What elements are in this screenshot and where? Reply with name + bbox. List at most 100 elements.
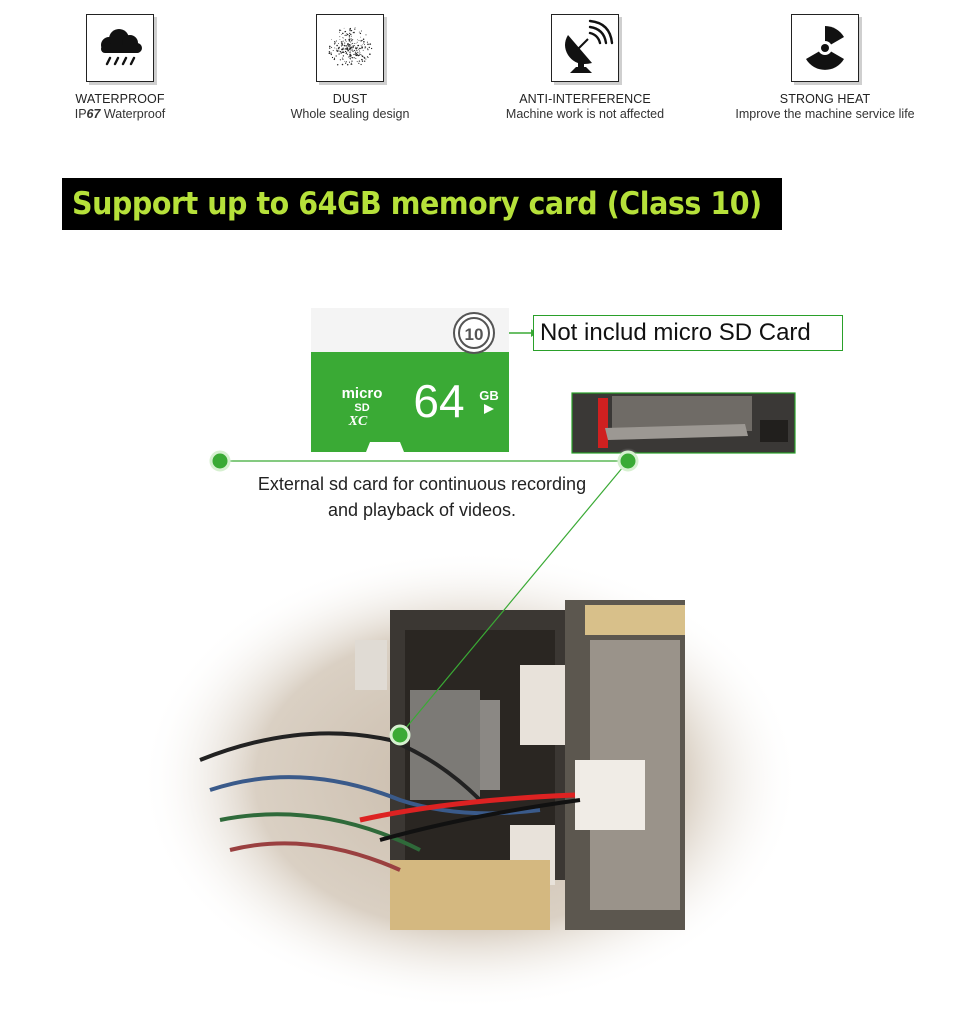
- dust-particle: [348, 40, 351, 42]
- dust-particle: [354, 45, 356, 47]
- dust-particle: [350, 55, 352, 57]
- dust-particle: [360, 63, 362, 66]
- dust-particle: [341, 48, 343, 49]
- dust-particle: [368, 46, 370, 49]
- dust-particle: [355, 57, 357, 59]
- feature-title: ANTI-INTERFERENCE: [519, 92, 651, 106]
- dust-particle: [334, 41, 336, 43]
- dust-particle: [349, 57, 351, 59]
- dust-particle: [356, 41, 358, 43]
- dust-particle: [335, 55, 337, 57]
- dust-particle: [360, 44, 362, 46]
- marker-dots: [207, 448, 641, 746]
- dust-particle: [352, 51, 354, 52]
- dust-particle: [353, 49, 355, 52]
- dust-particle: [358, 62, 360, 64]
- dust-particle: [350, 63, 352, 65]
- dust-particle: [357, 52, 359, 54]
- dust-particle: [367, 49, 369, 51]
- dust-particle: [351, 57, 353, 59]
- dust-particle: [358, 39, 360, 41]
- description-line-2: and playback of videos.: [327, 500, 517, 520]
- dust-particle: [333, 43, 336, 45]
- dust-particle: [338, 46, 340, 49]
- banner-text: Support up to 64GB memory card (Class 10…: [72, 186, 762, 222]
- dust-particle: [329, 47, 331, 49]
- dust-particle: [346, 33, 348, 35]
- dust-particle: [355, 53, 357, 55]
- dust-particle: [360, 54, 361, 55]
- dust-particle: [341, 63, 344, 66]
- dust-particle: [349, 41, 351, 43]
- feature-title: WATERPROOF: [75, 92, 165, 106]
- sd-card-description: External sd card for continuous recordin…: [222, 471, 622, 523]
- dust-particle: [352, 38, 354, 41]
- dust-particle: [358, 48, 360, 50]
- dust-particle: [349, 28, 351, 30]
- sd-brand-xc: XC: [348, 414, 368, 429]
- dust-particle: [354, 53, 356, 55]
- dust-particle: [338, 50, 340, 52]
- dust-particle: [348, 36, 350, 38]
- dust-particle: [354, 52, 356, 54]
- dust-particle: [349, 52, 351, 54]
- not-included-callout: Not includ micro SD Card: [533, 315, 843, 351]
- dust-particle: [336, 49, 338, 51]
- dust-particle: [344, 60, 345, 62]
- dust-particle: [359, 47, 361, 50]
- sd-unit: GB: [479, 388, 499, 403]
- dust-particle: [354, 43, 355, 45]
- dust-particle: [336, 44, 338, 47]
- feature-strong-heat: STRONG HEAT Improve the machine service …: [710, 14, 940, 122]
- dust-particle: [358, 60, 361, 62]
- dust-particle: [364, 47, 366, 49]
- dust-particle: [342, 32, 344, 35]
- dust-particle: [331, 46, 333, 48]
- dust-particle: [349, 29, 351, 31]
- dust-particle: [353, 57, 355, 59]
- dust-particle: [355, 48, 357, 50]
- dust-particle: [341, 51, 344, 54]
- dust-particle: [347, 43, 350, 45]
- radiation-icon: [791, 14, 859, 82]
- dust-particle: [341, 48, 343, 51]
- dust-particle: [357, 44, 359, 47]
- dust-particle: [341, 41, 343, 43]
- dust-particle: [367, 48, 369, 50]
- dust-particle: [349, 45, 351, 47]
- sd-brand-sd: SD: [354, 402, 369, 414]
- dust-particle: [346, 53, 348, 55]
- sd-slot-closeup: [571, 392, 796, 454]
- dust-particle: [336, 64, 339, 66]
- dust-particle: [363, 41, 365, 43]
- dust-particle: [357, 46, 358, 48]
- dust-particle: [342, 44, 344, 46]
- dust-particle: [334, 47, 336, 49]
- dust-particle: [339, 59, 342, 61]
- dust-particle: [342, 58, 344, 60]
- dust-particle: [351, 60, 353, 62]
- dust-particle: [351, 62, 352, 64]
- feature-title: DUST: [332, 92, 368, 106]
- dust-particle: [340, 45, 342, 46]
- dust-particle: [328, 52, 331, 55]
- feature-dust: DUST Whole sealing design: [235, 14, 465, 122]
- dust-particle: [341, 43, 343, 45]
- dust-particle: [330, 52, 332, 53]
- feature-subtitle: IP67 Waterproof: [74, 107, 166, 121]
- feature-subtitle: Whole sealing design: [290, 107, 410, 121]
- dust-particle: [364, 60, 366, 62]
- dust-particle: [335, 40, 337, 42]
- feature-subtitle: Improve the machine service life: [735, 107, 915, 121]
- dust-particle: [330, 53, 332, 56]
- dust-particle: [354, 28, 356, 30]
- dust-particle: [346, 44, 348, 45]
- dust-particle: [359, 52, 361, 53]
- dust-particle: [350, 49, 352, 51]
- sd-capacity: 64: [413, 375, 464, 427]
- dust-particle: [351, 43, 352, 45]
- dust-particle: [350, 35, 352, 37]
- dust-particle: [346, 48, 349, 50]
- dust-particle: [345, 40, 347, 42]
- dust-particle: [361, 39, 363, 41]
